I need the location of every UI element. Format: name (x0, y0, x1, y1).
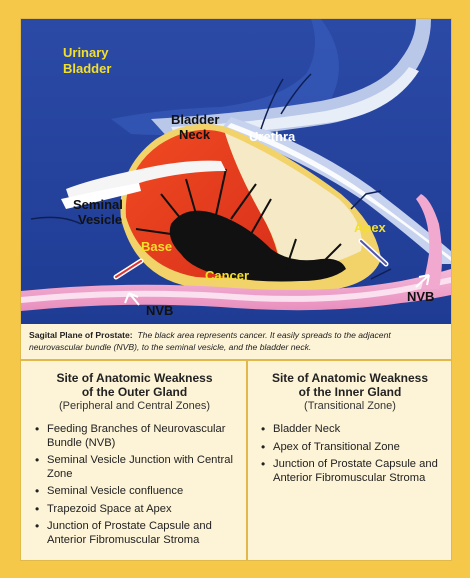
label-bladder-neck-1: Bladder (171, 112, 220, 127)
inner-subheading: (Transitional Zone) (304, 400, 396, 412)
outer-list: Feeding Branches of Neurovascular Bundle… (27, 423, 242, 547)
label-bladder-neck-2: Neck (179, 127, 211, 142)
transition-zone (225, 133, 362, 270)
cancer-mass (169, 210, 346, 282)
label-seminal-1: Seminal (73, 197, 123, 212)
figure-caption: Sagital Plane of Prostate: The black are… (29, 329, 445, 353)
list-item: Seminal Vesicle confluence (35, 485, 242, 499)
label-bladder: Bladder (63, 61, 112, 76)
figure-panel: Urinary Bladder Bladder Neck Urethra Sem… (20, 18, 452, 561)
vessel-branches (30, 73, 392, 280)
apex-muscle (416, 194, 442, 289)
label-cancer: Cancer (205, 268, 250, 283)
inner-gland-column: Site of Anatomic Weakness of the Inner G… (253, 371, 447, 489)
list-item: Junction of Prostate Capsule and Anterio… (35, 520, 242, 547)
list-item: Bladder Neck (261, 423, 447, 437)
list-item: Seminal Vesicle Junction with Central Zo… (35, 454, 242, 481)
vertical-divider (246, 361, 248, 561)
inner-list: Bladder Neck Apex of Transitional Zone J… (253, 423, 447, 485)
inner-heading-2: of the Inner Gland (298, 385, 402, 399)
nvb-arrow-left (124, 292, 140, 306)
label-urinary: Urinary (63, 45, 109, 60)
label-urethra: Urethra (249, 129, 296, 144)
outer-gland-column: Site of Anatomic Weakness of the Outer G… (27, 371, 242, 551)
prostate-anatomy-drawing (21, 19, 451, 324)
list-item: Junction of Prostate Capsule and Anterio… (261, 458, 447, 485)
list-item: Trapezoid Space at Apex (35, 503, 242, 517)
bladder-wall (111, 19, 339, 135)
label-nvb-left: NVB (146, 303, 174, 318)
label-apex: Apex (354, 220, 386, 235)
outer-heading-2: of the Outer Gland (81, 385, 188, 399)
label-nvb-right: NVB (407, 289, 435, 304)
vessel-right-core (360, 240, 387, 265)
nvb-bundle (21, 269, 451, 311)
label-seminal-2: Vesicle (78, 212, 123, 227)
outer-subheading: (Peripheral and Central Zones) (58, 400, 211, 412)
inner-heading-1: Site of Anatomic Weakness (271, 371, 429, 385)
outer-heading-1: Site of Anatomic Weakness (56, 371, 213, 385)
cancer-spread-lines (135, 168, 342, 270)
seminal-vesicle-lower (61, 183, 141, 209)
nvb-arrow-right (415, 274, 430, 288)
caption-title: Sagital Plane of Prostate: (29, 330, 133, 340)
sagittal-illustration: Urinary Bladder Bladder Neck Urethra Sem… (21, 19, 451, 324)
list-item: Apex of Transitional Zone (261, 441, 447, 455)
list-item: Feeding Branches of Neurovascular Bundle… (35, 423, 242, 450)
horizontal-divider (21, 359, 451, 361)
vessel-left-core (115, 260, 142, 278)
caption-text: The black area represents cancer. It eas… (29, 330, 391, 352)
label-base: Base (141, 239, 173, 254)
